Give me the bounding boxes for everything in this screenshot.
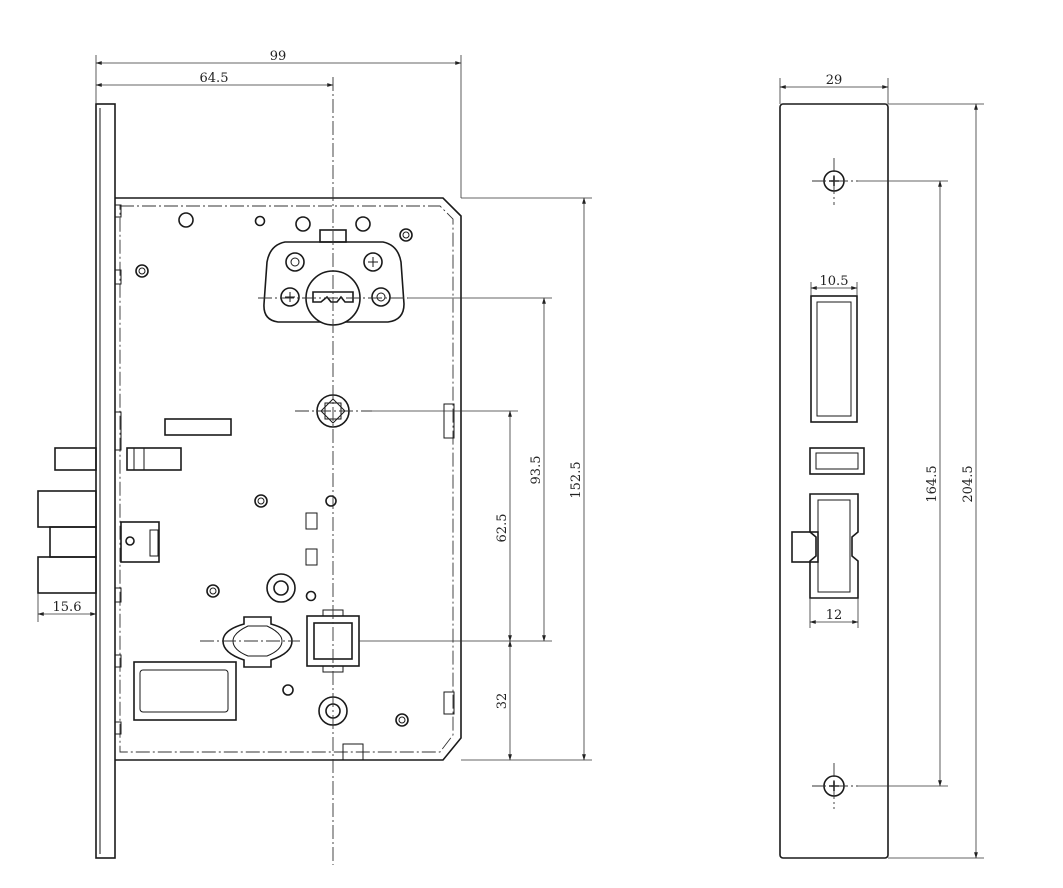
dim-faceplate-width: 29	[826, 73, 843, 88]
dim-center-offset: 64.5	[200, 71, 229, 86]
keyway-icon	[312, 291, 354, 303]
centerlines-front	[200, 77, 408, 865]
turn-cam	[222, 616, 293, 668]
dim-body-width: 99	[270, 49, 287, 64]
front-view	[37, 103, 462, 859]
case-inner-outline	[119, 205, 454, 753]
dim-deadbolt-width: 10.5	[820, 274, 849, 289]
faceplate	[779, 103, 889, 859]
latch-bolt	[37, 490, 97, 528]
dim-faceplate-height: 204.5	[961, 465, 976, 502]
dim-case-height: 152.5	[569, 461, 584, 498]
dim-latch-width: 12	[826, 608, 843, 623]
dim-latch-projection: 15.6	[53, 600, 82, 615]
dim-hub-to-spindle: 62.5	[495, 514, 510, 543]
dim-cyl-to-spindle: 93.5	[529, 456, 544, 485]
faceplate-dimensions: 29 10.5 12 164.5 204.5	[779, 73, 984, 859]
battery-window	[133, 661, 237, 721]
lock-case	[115, 197, 462, 761]
dim-spindle-to-bottom: 32	[495, 693, 510, 710]
auxiliary-bolt	[54, 447, 97, 471]
dim-screw-spacing: 164.5	[925, 465, 940, 502]
front-dimensions: 99 64.5 15.6 62.5 32 93.5 152.5	[37, 49, 592, 761]
faceplate-edge	[95, 103, 116, 859]
cylinder-block	[263, 241, 405, 323]
faceplate-view	[779, 103, 889, 859]
deadbolt	[37, 556, 97, 594]
deadbolt-slot	[810, 295, 858, 423]
